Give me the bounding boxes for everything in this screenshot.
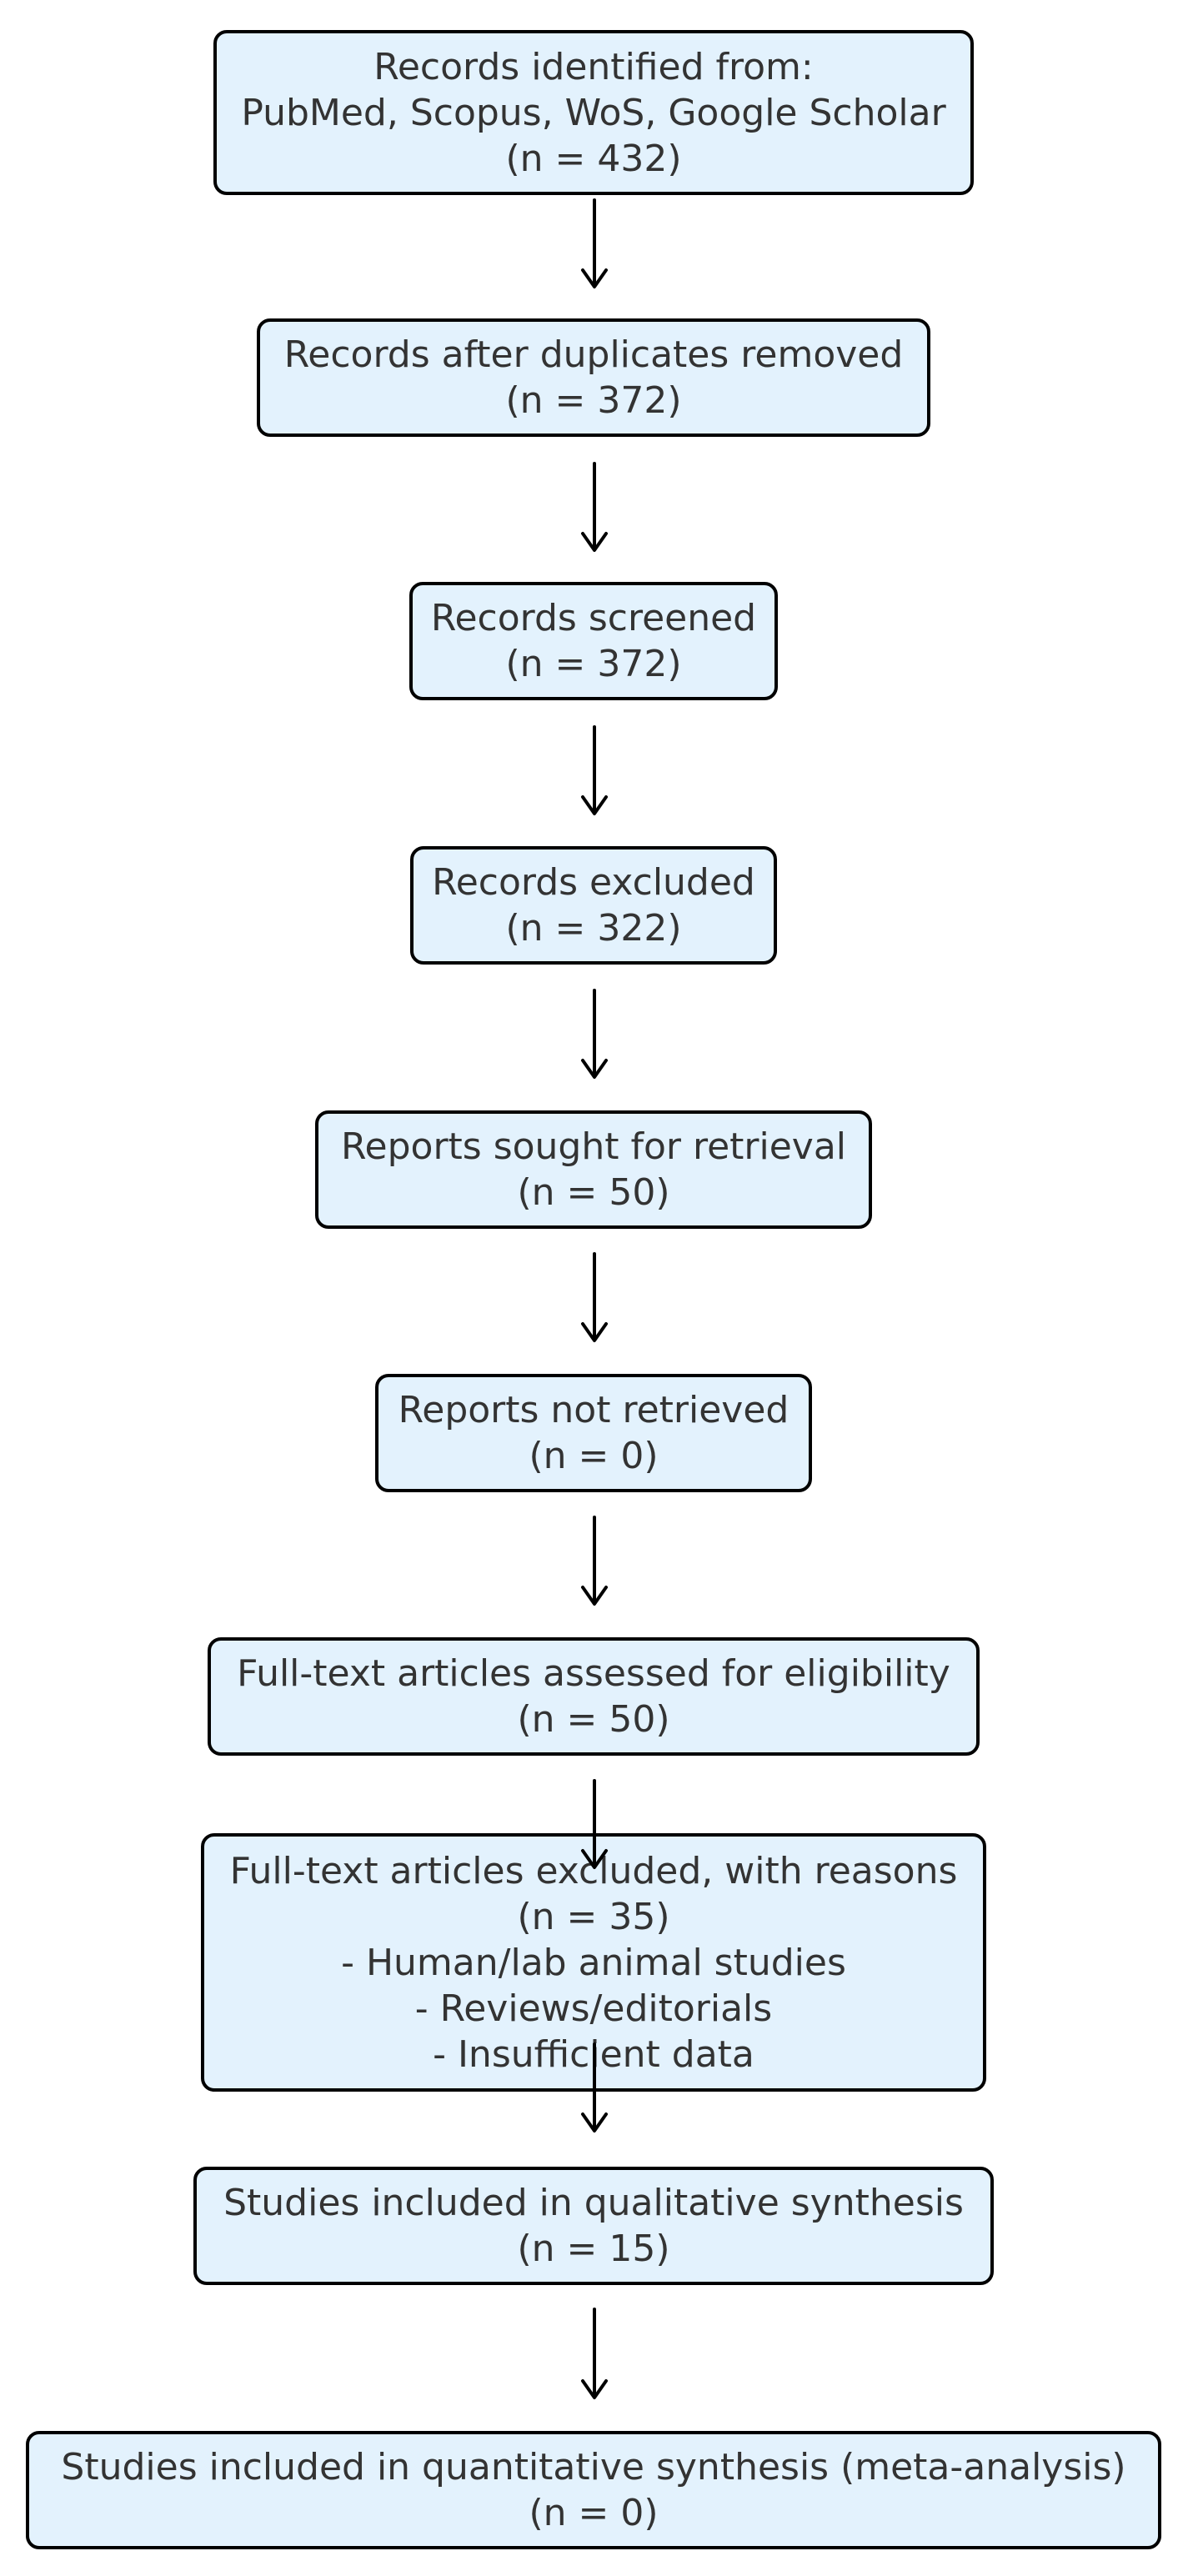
box-qualitative-synthesis: Studies included in qualitative synthesi…	[193, 2167, 994, 2285]
box-line: Full-text articles assessed for eligibil…	[237, 1652, 950, 1695]
box-line: (n = 50)	[517, 1698, 670, 1741]
box-line: Reports sought for retrieval	[340, 1125, 847, 1168]
arrow-down	[581, 2308, 608, 2399]
box-line: (n = 35)	[517, 1895, 670, 1938]
arrow-down	[581, 2042, 608, 2132]
box-line: - Human/lab animal studies	[341, 1941, 846, 1984]
box-line: (n = 0)	[529, 2492, 659, 2534]
box-line: Reports not retrieved	[398, 1389, 790, 1431]
box-line: (n = 15)	[517, 2228, 670, 2270]
box-line: - Reviews/editorials	[414, 1987, 773, 2030]
box-line: PubMed, Scopus, WoS, Google Scholar	[241, 91, 946, 134]
box-line: (n = 432)	[505, 137, 682, 180]
arrow-down	[581, 725, 608, 815]
box-line: Records screened	[430, 597, 757, 639]
box-records-excluded: Records excluded (n = 322)	[410, 846, 777, 965]
arrow-down	[581, 1516, 608, 1606]
arrow-down	[581, 989, 608, 1079]
box-line: Studies included in quantitative synthes…	[61, 2446, 1126, 2488]
arrow-down	[581, 462, 608, 552]
box-line: (n = 322)	[505, 907, 682, 950]
box-records-identified: Records identified from: PubMed, Scopus,…	[213, 30, 974, 195]
box-line: (n = 372)	[505, 643, 682, 685]
box-line: Records excluded	[432, 861, 755, 904]
box-line: Records identified from:	[373, 45, 814, 88]
arrow-down	[581, 1779, 608, 1869]
box-line: (n = 372)	[505, 379, 682, 422]
arrow-down	[581, 198, 608, 288]
box-full-text-assessed: Full-text articles assessed for eligibil…	[208, 1637, 980, 1756]
box-reports-not-retrieved: Reports not retrieved (n = 0)	[375, 1374, 812, 1492]
box-line: Studies included in qualitative synthesi…	[223, 2182, 964, 2224]
arrow-down	[581, 1252, 608, 1342]
box-reports-sought: Reports sought for retrieval (n = 50)	[315, 1110, 872, 1229]
box-quantitative-synthesis: Studies included in quantitative synthes…	[26, 2431, 1161, 2549]
box-line: Records after duplicates removed	[283, 333, 904, 376]
box-line: (n = 0)	[529, 1435, 659, 1477]
box-duplicates-removed: Records after duplicates removed (n = 37…	[257, 318, 930, 437]
box-records-screened: Records screened (n = 372)	[409, 582, 778, 700]
box-line: (n = 50)	[517, 1171, 670, 1214]
